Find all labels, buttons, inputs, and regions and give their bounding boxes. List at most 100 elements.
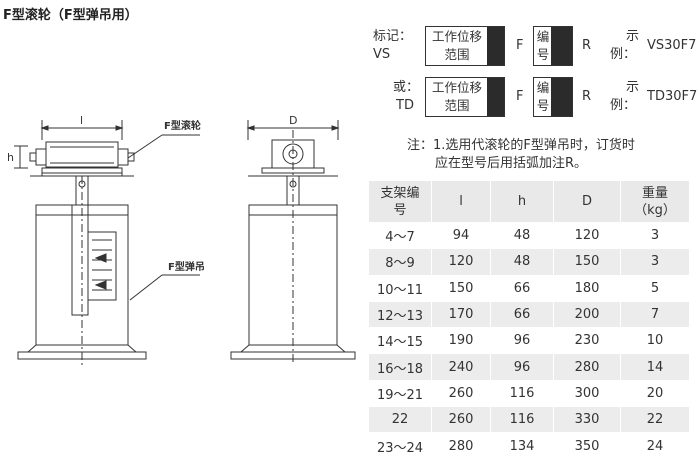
table-cell: 120	[431, 248, 491, 276]
code-prefix-line1: 标记：	[373, 29, 413, 44]
header-text: 支架编	[380, 185, 420, 201]
table-cell: 3	[620, 221, 690, 250]
header-text: D	[581, 194, 592, 209]
code-letter: F	[516, 89, 524, 104]
table-cell: 180	[553, 274, 621, 302]
table-cell: 23～24	[368, 432, 432, 460]
table-cell: 330	[553, 406, 621, 434]
table-cell: 260	[431, 379, 491, 408]
table-cell: 280	[431, 432, 491, 460]
example-label-line1: 示	[626, 29, 640, 44]
table-cell: 4～7	[368, 221, 432, 250]
header-text: h	[517, 194, 527, 209]
code-suffix: R	[582, 89, 592, 104]
table-cell: 230	[553, 327, 621, 355]
code-suffix: R	[582, 38, 592, 53]
code-box2-line2: 号	[536, 47, 550, 62]
code-letter: F	[516, 38, 524, 53]
header-text: 重量	[641, 185, 668, 201]
code-box1-line2: 范围	[444, 98, 470, 113]
table-cell: 190	[431, 327, 491, 355]
table-cell: 7	[620, 300, 690, 329]
table-cell: 240	[431, 353, 491, 381]
code-box2-line1: 编	[536, 80, 550, 95]
header-cell-l: l	[431, 180, 491, 223]
header-cell-h: h	[490, 180, 554, 223]
code-prefix-line2: TD	[396, 98, 414, 113]
example-label-line2: 例：	[610, 47, 637, 62]
table-cell: 200	[553, 300, 621, 329]
table-cell: 150	[553, 248, 621, 276]
table-cell: 134	[490, 432, 554, 460]
table-cell: 260	[431, 406, 491, 434]
table-cell: 24	[620, 432, 690, 460]
example-value: TD30F7	[647, 89, 698, 104]
table-cell: 66	[490, 300, 554, 329]
table-cell: 116	[490, 379, 554, 408]
code-box1-line1: 工作位移	[431, 29, 482, 44]
code-box-fill	[487, 27, 504, 65]
dimension-l-label: l	[80, 114, 84, 127]
dimension-d-label: D	[289, 114, 298, 127]
table-cell: 12～13	[368, 300, 432, 329]
dimension-h-label: h	[7, 151, 14, 164]
table-cell: 96	[490, 353, 554, 381]
table-cell: 170	[431, 300, 491, 329]
table-cell: 150	[431, 274, 491, 302]
header-text: l	[459, 194, 463, 209]
code-box2-line1: 编	[536, 29, 550, 44]
table-cell: 280	[553, 353, 621, 381]
table-cell: 10～11	[368, 274, 432, 302]
roller-callout-label: F型滚轮	[164, 121, 201, 132]
table-cell: 300	[553, 379, 621, 408]
ordering-note-line1: 注：1.选用代滚轮的F型弹吊时，订货时	[407, 138, 635, 153]
table-cell: 10	[620, 327, 690, 355]
header-cell-support-no: 支架编号	[368, 180, 432, 223]
table-cell: 350	[553, 432, 621, 460]
table-cell: 66	[490, 274, 554, 302]
table-cell: 19～21	[368, 379, 432, 408]
table-cell: 22	[620, 406, 690, 434]
header-cell-d: D	[553, 180, 621, 223]
table-cell: 116	[490, 406, 554, 434]
code-box2-line2: 号	[536, 98, 550, 113]
technical-drawing	[14, 120, 356, 365]
code-box-fill	[551, 78, 572, 116]
table-cell: 48	[490, 248, 554, 276]
table-cell: 3	[620, 248, 690, 276]
table-cell: 94	[431, 221, 491, 250]
table-cell: 14	[620, 353, 690, 381]
hanger-callout-label: F型弹吊	[168, 262, 205, 273]
example-value: VS30F7	[647, 38, 697, 53]
table-cell: 22	[368, 406, 432, 434]
header-text: 号	[393, 202, 407, 218]
code-box1-line2: 范围	[444, 47, 470, 62]
code-prefix-line1: 或：	[393, 80, 420, 95]
code-box1-line1: 工作位移	[431, 80, 482, 95]
header-cell-weight: 重量（kg）	[620, 180, 690, 223]
code-prefix-line2: VS	[373, 47, 391, 62]
example-label-line2: 例：	[610, 98, 637, 113]
table-cell: 96	[490, 327, 554, 355]
table-cell: 8～9	[368, 248, 432, 276]
table-cell: 48	[490, 221, 554, 250]
code-box-fill	[487, 78, 504, 116]
page-title: F型滚轮（F型弹吊用）	[3, 8, 138, 23]
table-cell: 120	[553, 221, 621, 250]
code-box-fill	[551, 27, 572, 65]
example-label-line1: 示	[626, 80, 640, 95]
ordering-note-line2: 应在型号后用括弧加注R。	[435, 156, 588, 171]
table-cell: 14～15	[368, 327, 432, 355]
table-cell: 16～18	[368, 353, 432, 381]
